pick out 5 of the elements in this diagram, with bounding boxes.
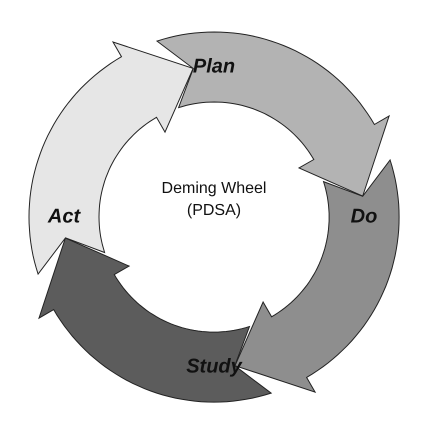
center-title: Deming Wheel (PDSA) [160, 179, 268, 221]
stage-label: Do [350, 205, 378, 228]
stage-label: Plan [192, 56, 236, 78]
stage-label: Study [186, 355, 242, 378]
stage-label: Act [48, 205, 80, 228]
